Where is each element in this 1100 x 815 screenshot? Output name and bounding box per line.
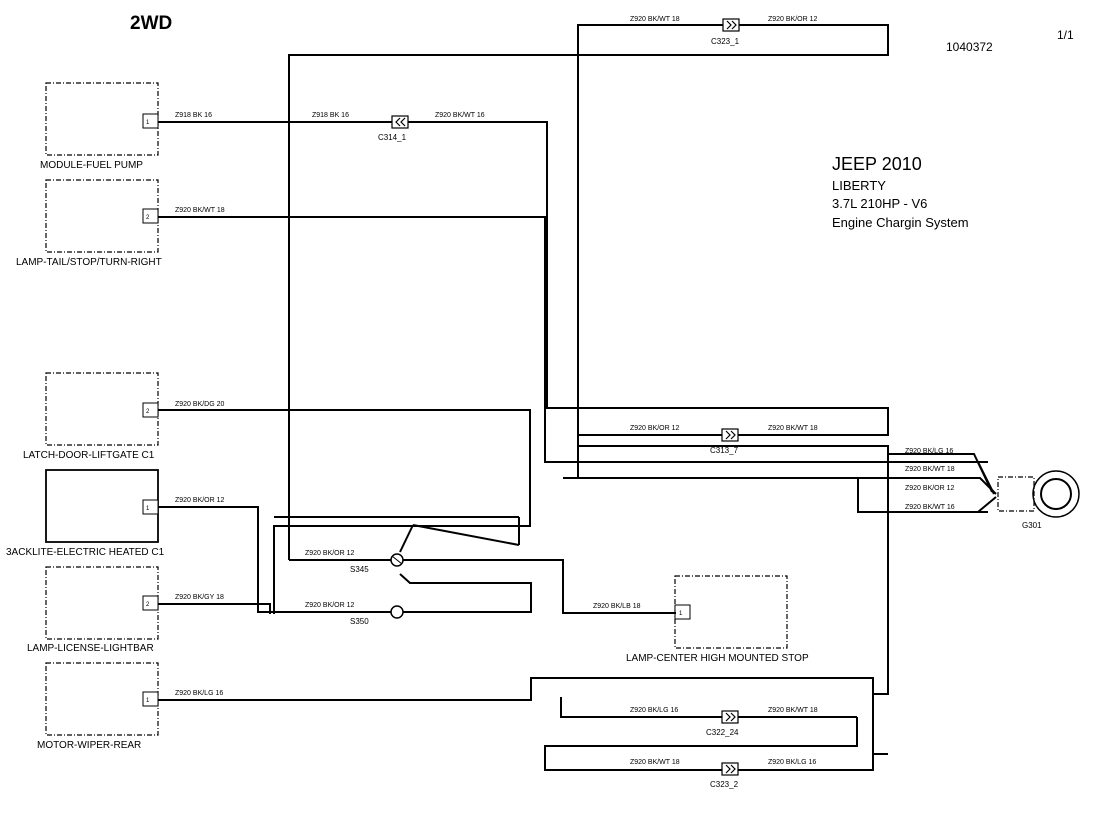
wire-label: Z920 BK/WT 16: [905, 504, 955, 511]
wire-labels: Z920 BK/WT 18 Z920 BK/OR 12 Z918 BK 16 Z…: [175, 16, 955, 766]
component-label: 3ACKLITE-ELECTRIC HEATED C1: [6, 547, 165, 558]
wire-label: Z920 BK/WT 18: [905, 466, 955, 473]
component-license-lamp: 2 LAMP-LICENSE-LIGHTBAR: [27, 566, 159, 654]
connector-label: C323_2: [710, 780, 739, 789]
wire-network: [158, 24, 997, 771]
wire-label: Z918 BK 16: [312, 112, 349, 119]
wire-label: Z920 BK/LB 18: [593, 603, 641, 610]
connector-label: C313_7: [710, 446, 739, 455]
connector-c323-1: C323_1: [711, 18, 740, 46]
component-label: LAMP-LICENSE-LIGHTBAR: [27, 643, 154, 654]
pin-number: 1: [679, 611, 683, 617]
splice-s350: S350: [350, 605, 404, 626]
splice-label: S345: [350, 565, 369, 574]
wire-label: Z920 BK/OR 12: [305, 550, 355, 557]
connector-c313-7: C313_7: [710, 428, 739, 455]
wire-label: Z920 BK/WT 18: [630, 759, 680, 766]
wire-label: Z920 BK/OR 12: [175, 497, 225, 504]
wire-label: Z920 BK/OR 12: [305, 602, 355, 609]
connector-label: C314_1: [378, 133, 407, 142]
wire-label: Z920 BK/OR 12: [905, 485, 955, 492]
component-label: MOTOR-WIPER-REAR: [37, 740, 141, 751]
pin-number: 2: [146, 409, 150, 415]
splice-s345: S345: [350, 553, 404, 574]
wire-label: Z918 BK 16: [175, 112, 212, 119]
component-backlite: 1 3ACKLITE-ELECTRIC HEATED C1: [6, 469, 165, 558]
wire-label: Z920 BK/GY 18: [175, 594, 224, 601]
pin-number: 2: [146, 215, 150, 221]
component-tail-lamp: 2 LAMP-TAIL/STOP/TURN-RIGHT: [16, 179, 162, 268]
component-fuel-pump: 1 MODULE-FUEL PUMP: [40, 82, 159, 171]
ground-g301: G301: [997, 470, 1080, 530]
wire-label: Z920 BK/OR 12: [630, 425, 680, 432]
wire-label: Z920 BK/LG 16: [630, 707, 678, 714]
wire-label: Z920 BK/WT 18: [630, 16, 680, 23]
page-indicator: 1/1: [1057, 28, 1074, 42]
pin-number: 1: [146, 506, 150, 512]
component-wiper-motor: 1 MOTOR-WIPER-REAR: [37, 662, 159, 751]
component-label: MODULE-FUEL PUMP: [40, 160, 143, 171]
pin-number: 1: [146, 120, 150, 126]
document-number: 1040372: [946, 40, 993, 54]
connector-c323-2: C323_2: [710, 762, 739, 789]
splice-label: S350: [350, 617, 369, 626]
component-label: LAMP-CENTER HIGH MOUNTED STOP: [626, 653, 809, 664]
system-name: Engine Chargin System: [832, 215, 969, 230]
connector-c322-24: C322_24: [706, 710, 739, 737]
ground-label: G301: [1022, 521, 1042, 530]
component-label: LATCH-DOOR-LIFTGATE C1: [23, 450, 155, 461]
wire-label: Z920 BK/WT 16: [435, 112, 485, 119]
component-chmsl: 1 LAMP-CENTER HIGH MOUNTED STOP: [626, 575, 809, 664]
wire-label: Z920 BK/WT 18: [768, 707, 818, 714]
vehicle-title: JEEP 2010: [832, 154, 922, 174]
pin-number: 2: [146, 602, 150, 608]
wire-label: Z920 BK/WT 18: [768, 425, 818, 432]
connector-label: C323_1: [711, 37, 740, 46]
drive-type-label: 2WD: [130, 13, 172, 34]
wire-label: Z920 BK/LG 16: [175, 690, 223, 697]
wire-label: Z920 BK/LG 16: [905, 448, 953, 455]
wire-label: Z920 BK/DG 20: [175, 401, 225, 408]
connector-label: C322_24: [706, 728, 739, 737]
component-liftgate-latch: 2 LATCH-DOOR-LIFTGATE C1: [23, 372, 159, 461]
vehicle-engine: 3.7L 210HP - V6: [832, 196, 927, 211]
wire-label: Z920 BK/WT 18: [175, 207, 225, 214]
component-label: LAMP-TAIL/STOP/TURN-RIGHT: [16, 257, 162, 268]
pin-number: 1: [146, 698, 150, 704]
wire-label: Z920 BK/OR 12: [768, 16, 818, 23]
connector-c314-1: C314_1: [378, 115, 409, 142]
vehicle-model: LIBERTY: [832, 178, 886, 193]
wire-label: Z920 BK/LG 16: [768, 759, 816, 766]
